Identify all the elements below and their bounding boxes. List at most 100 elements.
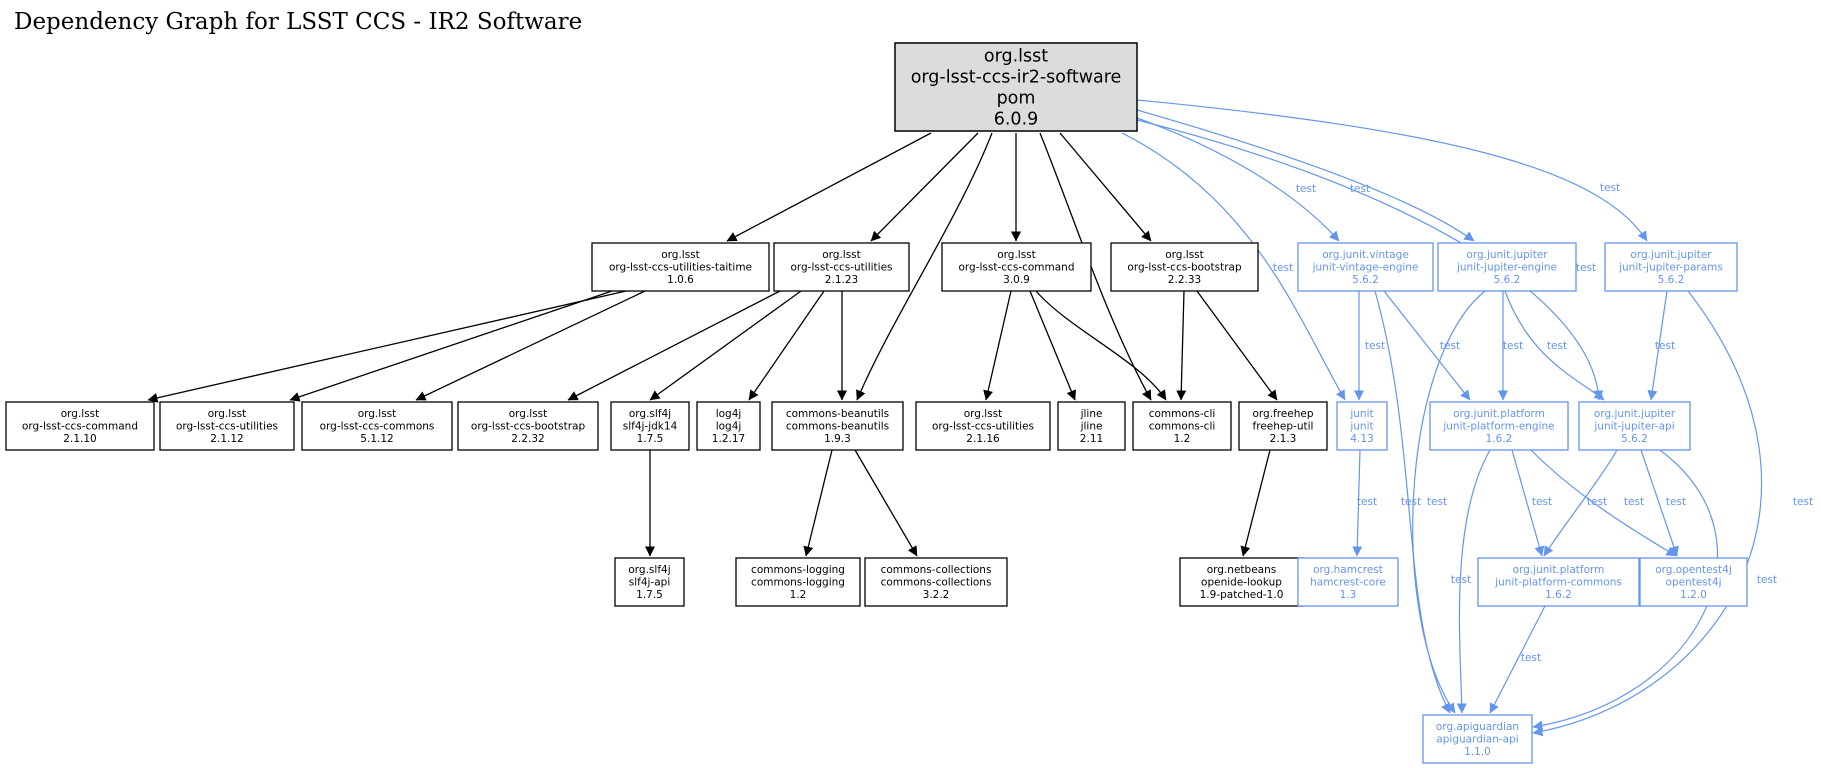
node-label-line: 5.1.12 bbox=[360, 433, 393, 445]
edge-label-platcommons-to-apiguardian: test bbox=[1521, 652, 1541, 664]
edge-jupparams-to-apiguardian bbox=[1532, 290, 1762, 737]
node-label-line: org-lsst-ccs-utilities-taitime bbox=[609, 262, 752, 274]
edge-label-root-to-jupengine: test bbox=[1350, 183, 1370, 195]
edge-root-to-bootstrap2233 bbox=[1059, 132, 1152, 242]
node-box bbox=[1578, 401, 1691, 451]
node-label-line: org.slf4j bbox=[629, 408, 671, 420]
node-box bbox=[5, 401, 155, 451]
node-label-line: org-lsst-ccs-command bbox=[22, 421, 138, 433]
node-label-line: org.lsst bbox=[358, 408, 397, 420]
node-label-line: commons-cli bbox=[1149, 421, 1216, 433]
node-collections[interactable]: commons-collectionscommons-collections3.… bbox=[864, 557, 1008, 607]
node-label-line: 2.2.32 bbox=[511, 433, 544, 445]
node-label-line: org.lsst bbox=[997, 249, 1036, 261]
node-box bbox=[894, 42, 1138, 132]
node-box bbox=[610, 401, 690, 451]
edge-root-to-junit bbox=[1121, 132, 1346, 401]
node-label-line: 1.2 bbox=[1174, 433, 1191, 445]
edge-label-junit-to-hamcrest: test bbox=[1357, 496, 1377, 508]
node-box bbox=[614, 557, 685, 607]
node-box bbox=[1477, 557, 1640, 607]
node-root[interactable]: org.lsstorg-lsst-ccs-ir2-softwarepom6.0.… bbox=[894, 42, 1138, 132]
node-platengine[interactable]: org.junit.platformjunit-platform-engine1… bbox=[1429, 401, 1569, 451]
node-label-line: jline bbox=[1080, 408, 1103, 420]
node-label-line: apiguardian-api bbox=[1436, 734, 1518, 746]
edge-label-vintage-to-junit: test bbox=[1365, 340, 1385, 352]
edge-root-to-utilities2123 bbox=[870, 132, 979, 242]
node-label-line: org-lsst-ccs-utilities bbox=[790, 262, 892, 274]
node-label-line: 2.11 bbox=[1080, 433, 1103, 445]
node-label-line: junit-jupiter-engine bbox=[1456, 262, 1557, 274]
node-label-line: 4.13 bbox=[1350, 433, 1373, 445]
node-label-line: hamcrest-core bbox=[1310, 577, 1386, 589]
edge-label-platengine-to-opentest4j: test bbox=[1624, 496, 1644, 508]
node-jupparams[interactable]: org.junit.jupiterjunit-jupiter-params5.6… bbox=[1604, 242, 1738, 292]
node-jupengine[interactable]: org.junit.jupiterjunit-jupiter-engine5.6… bbox=[1437, 242, 1577, 292]
node-taitime[interactable]: org.lsstorg-lsst-ccs-utilities-taitime1.… bbox=[591, 242, 770, 292]
node-label-line: commons-collections bbox=[881, 577, 992, 589]
edge-freehep-to-openide bbox=[1240, 449, 1271, 557]
node-label-line: org.lsst bbox=[61, 408, 100, 420]
node-label-line: 6.0.9 bbox=[994, 109, 1039, 129]
edge-beanutils-to-collections bbox=[854, 449, 918, 557]
edges-layer bbox=[147, 99, 1762, 737]
edge-command309-to-utilities2116 bbox=[983, 290, 1012, 401]
node-openide[interactable]: org.netbeansopenide-lookup1.9-patched-1.… bbox=[1179, 557, 1304, 607]
node-label-line: org.junit.platform bbox=[1453, 408, 1545, 420]
node-label-line: 2.1.3 bbox=[1270, 433, 1297, 445]
node-label-line: org.junit.vintage bbox=[1322, 249, 1409, 261]
edge-taitime-to-commons5112 bbox=[415, 290, 646, 401]
node-label-line: junit-jupiter-api bbox=[1593, 421, 1674, 433]
node-box bbox=[1297, 557, 1399, 607]
node-label-line: org.netbeans bbox=[1207, 564, 1276, 576]
edge-vintage-to-platengine bbox=[1383, 290, 1471, 401]
node-box bbox=[159, 401, 295, 451]
edge-label-jupparams-to-jupapi: test bbox=[1655, 340, 1675, 352]
edge-jupengine-to-jupapi bbox=[1504, 290, 1605, 401]
edge-label-jupengine-to-jupapi: test bbox=[1547, 340, 1567, 352]
node-label-line: 2.1.12 bbox=[210, 433, 243, 445]
node-label-line: org.lsst bbox=[964, 408, 1003, 420]
edge-command309-to-commonscli bbox=[1035, 290, 1167, 401]
node-label-line: jline bbox=[1080, 421, 1103, 433]
node-label-line: pom bbox=[997, 88, 1036, 108]
node-label-line: 1.9-patched-1.0 bbox=[1200, 589, 1284, 601]
node-label-line: org.slf4j bbox=[628, 564, 670, 576]
edge-platcommons-to-apiguardian bbox=[1489, 605, 1546, 714]
node-label-line: log4j bbox=[716, 408, 742, 420]
node-label-line: 1.2.17 bbox=[712, 433, 745, 445]
node-box bbox=[1437, 242, 1577, 292]
node-vintage[interactable]: org.junit.vintagejunit-vintage-engine5.6… bbox=[1297, 242, 1434, 292]
node-label-line: 1.7.5 bbox=[636, 589, 663, 601]
node-label-line: 1.0.6 bbox=[667, 274, 694, 286]
node-label-line: 1.9.3 bbox=[824, 433, 851, 445]
node-label-line: org-lsst-ccs-utilities bbox=[176, 421, 278, 433]
edge-jupengine-to-apiguardian bbox=[1412, 290, 1486, 714]
node-label-line: commons-collections bbox=[881, 564, 992, 576]
edge-junit-to-hamcrest bbox=[1352, 449, 1363, 557]
node-box bbox=[457, 401, 599, 451]
node-platcommons[interactable]: org.junit.platformjunit-platform-commons… bbox=[1477, 557, 1640, 607]
node-label-line: 1.1.0 bbox=[1464, 746, 1491, 758]
